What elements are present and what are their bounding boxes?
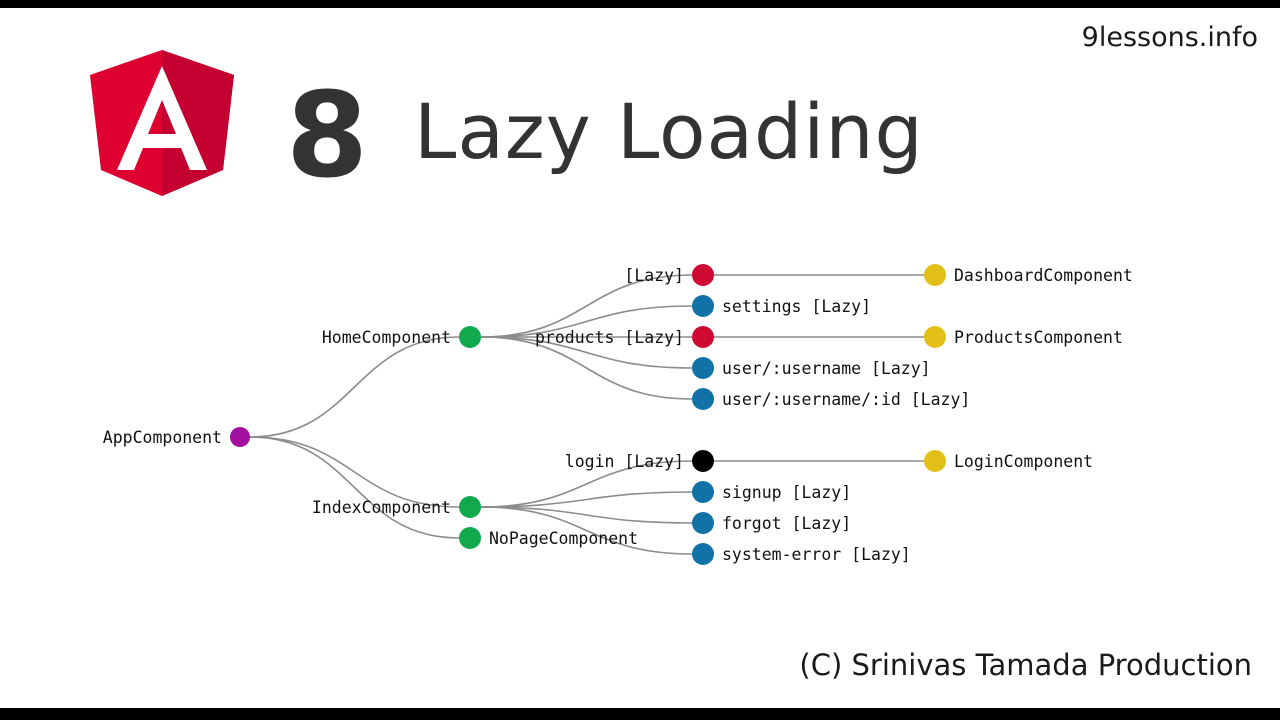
- diagram-node-settings[interactable]: [692, 295, 714, 317]
- diagram-node-dash-route[interactable]: [692, 264, 714, 286]
- diagram-node-label-nopage: NoPageComponent: [489, 529, 638, 548]
- diagram-node-label-settings: settings [Lazy]: [722, 297, 871, 316]
- diagram-edge: [480, 305, 693, 338]
- diagram-edge: [249, 436, 460, 508]
- diagram-node-label-forgot: forgot [Lazy]: [722, 514, 851, 533]
- diagram-node-label-user: user/:username [Lazy]: [722, 359, 931, 378]
- diagram-edge: [480, 336, 693, 369]
- diagram-node-dashboard[interactable]: [924, 264, 946, 286]
- diagram-node-layer: [230, 264, 946, 565]
- diagram-node-label-products: ProductsComponent: [954, 328, 1123, 347]
- diagram-node-index[interactable]: [459, 496, 481, 518]
- diagram-node-forgot[interactable]: [692, 512, 714, 534]
- diagram-node-app[interactable]: [230, 427, 250, 447]
- diagram-node-products-route[interactable]: [692, 326, 714, 348]
- diagram-node-login-route[interactable]: [692, 450, 714, 472]
- diagram-edge: [480, 506, 693, 524]
- diagram-node-signup[interactable]: [692, 481, 714, 503]
- diagram-edge: [480, 506, 693, 555]
- diagram-node-label-signup: signup [Lazy]: [722, 483, 851, 502]
- diagram-node-label-login-route: login [Lazy]: [565, 452, 684, 471]
- diagram-edge: [480, 460, 693, 508]
- diagram-node-label-dash-route: [Lazy]: [624, 266, 684, 285]
- diagram-edge-layer: [249, 274, 924, 555]
- diagram-node-home[interactable]: [459, 326, 481, 348]
- letterbox-bottom-bar: [0, 708, 1280, 720]
- diagram-node-label-login: LoginComponent: [954, 452, 1093, 471]
- diagram-node-label-home: HomeComponent: [322, 328, 451, 347]
- diagram-edge: [480, 274, 693, 338]
- angular-shield-icon: [88, 48, 236, 198]
- diagram-node-products[interactable]: [924, 326, 946, 348]
- diagram-edge: [249, 336, 460, 438]
- diagram-node-user[interactable]: [692, 357, 714, 379]
- site-brand-label: 9lessons.info: [1081, 22, 1258, 53]
- diagram-node-label-system-error: system-error [Lazy]: [722, 545, 911, 564]
- diagram-node-label-products-route: products [Lazy]: [535, 328, 684, 347]
- diagram-edge: [249, 436, 460, 539]
- version-number: 8: [286, 66, 369, 204]
- diagram-edge: [480, 336, 693, 400]
- diagram-label-layer: AppComponent HomeComponentIndexComponentN…: [103, 266, 1133, 564]
- diagram-node-label-app: AppComponent: [103, 428, 222, 447]
- diagram-node-user-id[interactable]: [692, 388, 714, 410]
- diagram-node-nopage[interactable]: [459, 527, 481, 549]
- letterbox-top-bar: [0, 0, 1280, 8]
- diagram-node-system-error[interactable]: [692, 543, 714, 565]
- diagram-node-label-user-id: user/:username/:id [Lazy]: [722, 390, 970, 409]
- diagram-edge: [480, 491, 693, 508]
- diagram-node-login[interactable]: [924, 450, 946, 472]
- footer-credit-label: (C) Srinivas Tamada Production: [799, 648, 1252, 682]
- diagram-node-label-dashboard: DashboardComponent: [954, 266, 1133, 285]
- page-title: Lazy Loading: [414, 87, 924, 176]
- diagram-node-label-index: IndexComponent: [312, 498, 451, 517]
